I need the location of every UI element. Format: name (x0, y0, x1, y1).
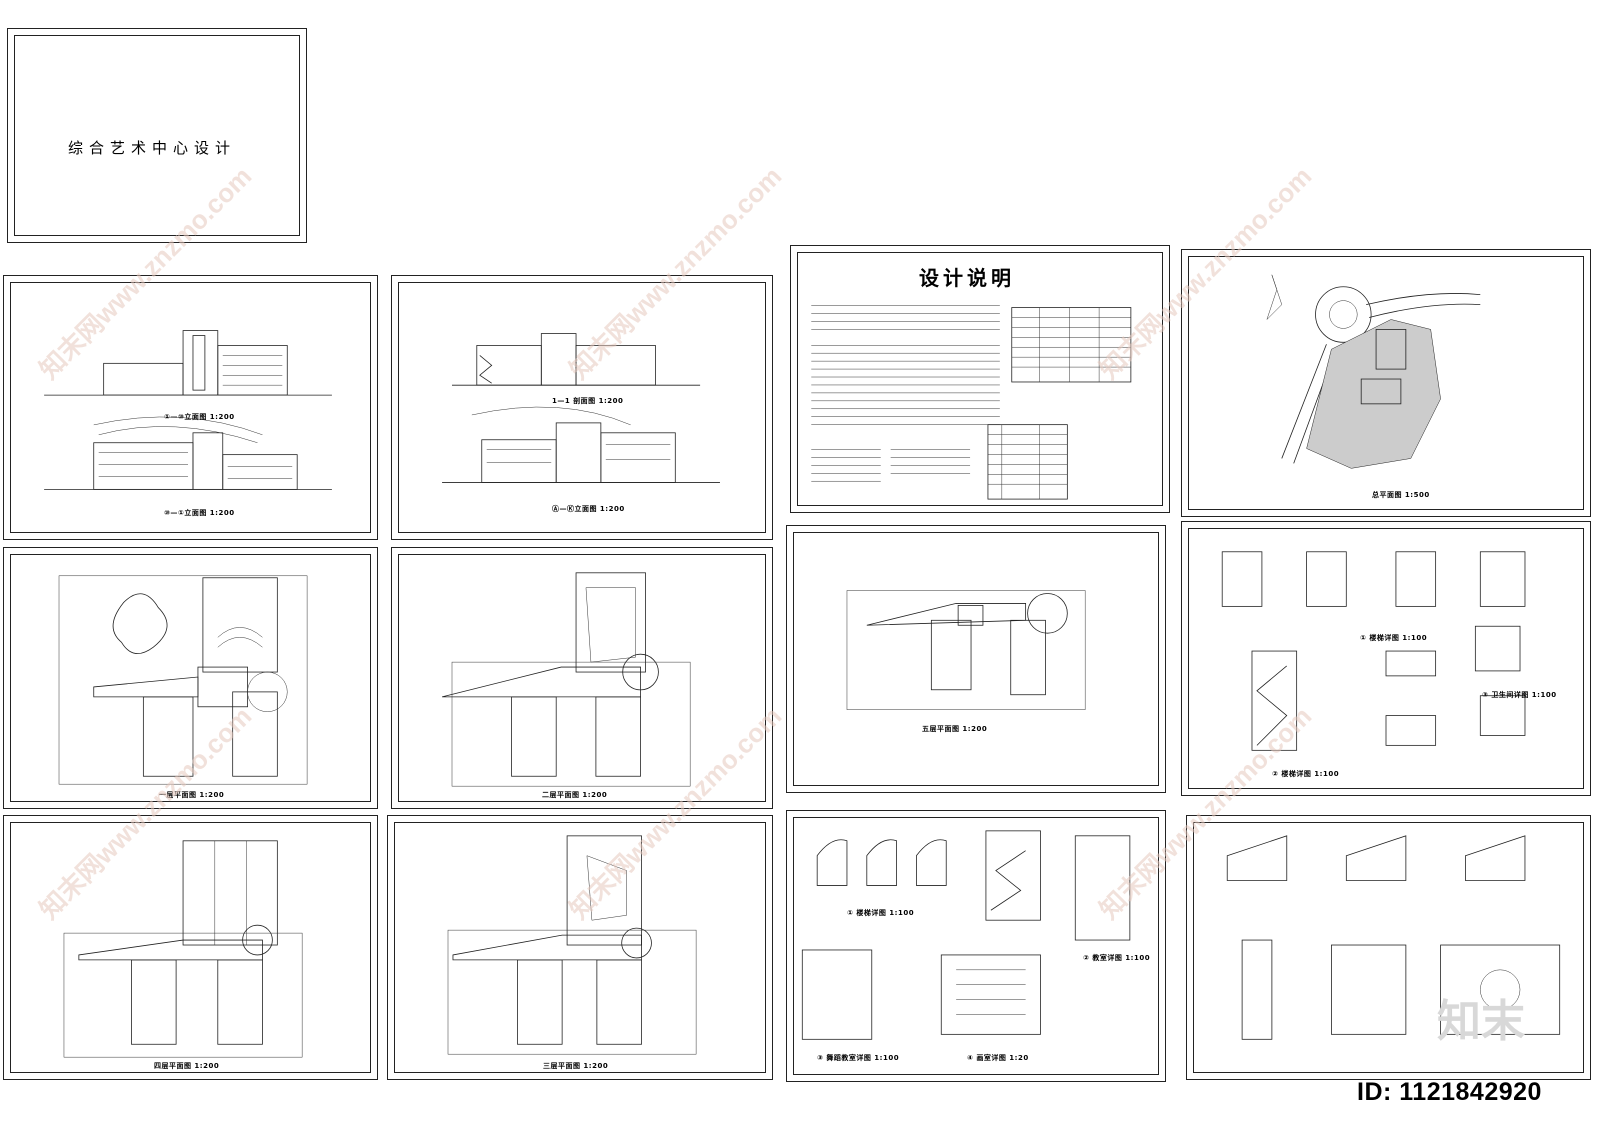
sheet-plan-2: 二层平面图 1:200 (391, 547, 773, 809)
plan-4-drawing (63, 840, 303, 1058)
description-title: 设计说明 (919, 266, 1015, 290)
sheet-site-plan: 总平面图 1:500 (1181, 249, 1591, 517)
sheet-plan-5: 五层平面图 1:200 (786, 525, 1166, 793)
caption-elev-a: ①—⑩立面图 1:200 (164, 413, 235, 421)
caption-classroom: ② 教室详图 1:100 (1083, 954, 1151, 962)
sheet-misc-details (1186, 815, 1591, 1080)
plan-2-drawing (441, 572, 691, 787)
sheet-plan-4: 四层平面图 1:200 (3, 815, 378, 1080)
caption-studio: ④ 画室详图 1:20 (967, 1054, 1029, 1062)
elevation-drawing-2 (442, 333, 720, 483)
details-drawing-2 (801, 830, 1131, 1040)
watermark-logo: 知末 (1437, 996, 1525, 1047)
cover-frame (14, 35, 300, 236)
sheet-elevations-2: 1—1 剖面图 1:200 Ⓐ—Ⓚ立面图 1:200 (391, 275, 773, 540)
plan-5-drawing (846, 590, 1086, 710)
caption-stair-detail-3: ① 楼梯详图 1:100 (847, 909, 915, 917)
plan-3-drawing (447, 835, 697, 1055)
caption-plan-3: 三层平面图 1:200 (543, 1062, 609, 1070)
description-text-block (811, 305, 1132, 500)
caption-toilet-detail: ③ 卫生间详图 1:100 (1482, 691, 1557, 699)
details-drawing-1 (1221, 551, 1526, 751)
site-plan-drawing (1266, 274, 1481, 469)
caption-stair-detail-2: ② 楼梯详图 1:100 (1272, 770, 1340, 778)
caption-plan-2: 二层平面图 1:200 (542, 791, 608, 799)
caption-plan-5: 五层平面图 1:200 (922, 725, 988, 733)
caption-plan-4: 四层平面图 1:200 (154, 1062, 220, 1070)
caption-elev-c: Ⓐ—Ⓚ立面图 1:200 (552, 505, 625, 513)
caption-dance-room: ③ 舞蹈教室详图 1:100 (817, 1054, 900, 1062)
sheet-elevations-1: ①—⑩立面图 1:200 ⑩—①立面图 1:200 (3, 275, 378, 540)
id-label: ID: 1121842920 (1357, 1078, 1542, 1106)
caption-site: 总平面图 1:500 (1372, 491, 1430, 499)
cover-title: 综合艺术中心设计 (68, 139, 237, 157)
caption-section: 1—1 剖面图 1:200 (552, 397, 624, 405)
sheet-design-description: 设计说明 (790, 245, 1170, 513)
cover-sheet: 综合艺术中心设计 (7, 28, 307, 243)
sheet-plan-3: 三层平面图 1:200 (387, 815, 773, 1080)
caption-elev-b: ⑩—①立面图 1:200 (164, 509, 235, 517)
sheet-plan-1: 一层平面图 1:200 (3, 547, 378, 809)
sheet-stair-toilet-details: ① 楼梯详图 1:100 ③ 卫生间详图 1:100 ② 楼梯详图 1:100 (1181, 521, 1591, 796)
caption-stair-detail: ① 楼梯详图 1:100 (1360, 634, 1428, 642)
sheet-classroom-details: ① 楼梯详图 1:100 ② 教室详图 1:100 ③ 舞蹈教室详图 1:100… (786, 810, 1166, 1082)
details-drawing-3 (1226, 835, 1561, 1040)
plan-1-drawing (58, 575, 308, 785)
caption-plan-1: 一层平面图 1:200 (159, 791, 225, 799)
elevation-drawing-1 (44, 330, 332, 490)
